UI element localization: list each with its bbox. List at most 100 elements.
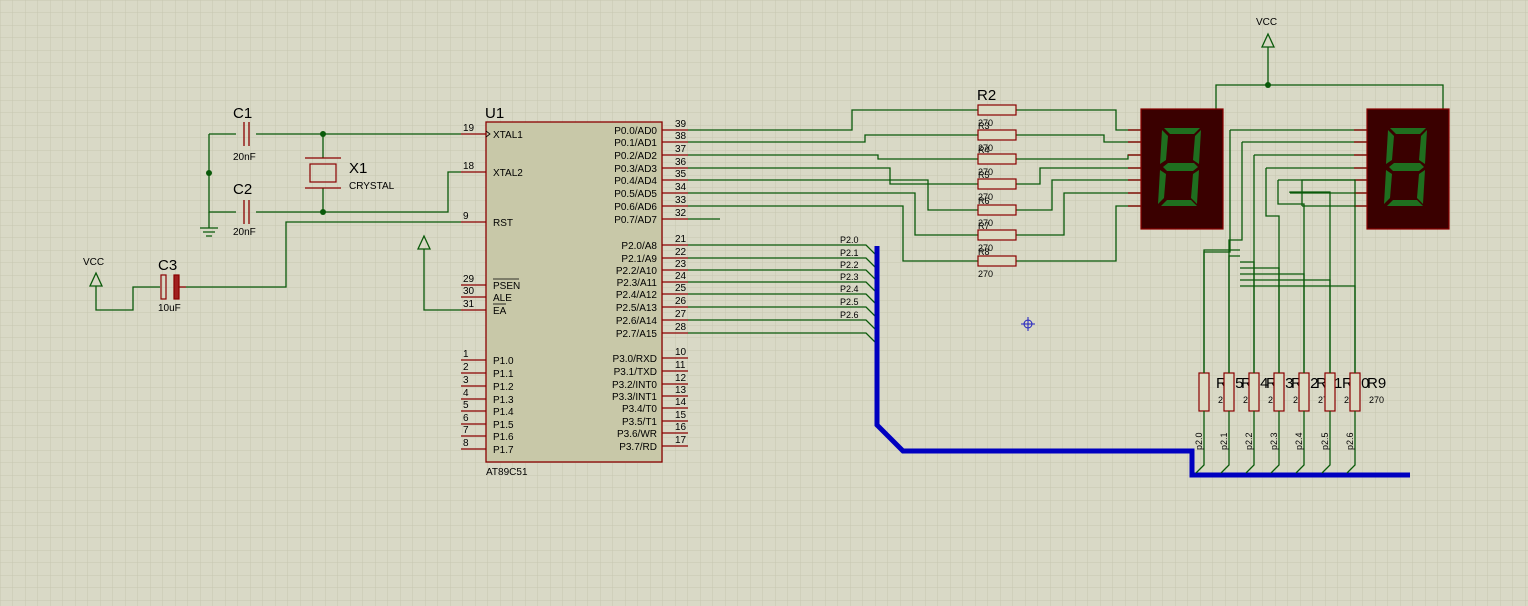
u1-pin-name: P1.5	[493, 420, 514, 431]
u1-pin-name: P3.7/RD	[619, 442, 657, 453]
segment-resistor-ref: R7	[978, 221, 990, 231]
u1-pin-name: P2.1/A9	[621, 254, 657, 265]
segment-resistor[interactable]	[977, 153, 1017, 165]
u1-pin-name: P0.7/AD7	[614, 215, 657, 226]
u1-pin-number: 19	[463, 123, 475, 134]
u1-pin-number: 36	[675, 157, 687, 168]
u1-pin-number: 7	[463, 425, 469, 436]
vcc-ea-terminal[interactable]	[416, 234, 461, 311]
digit-net-label: p2.6	[1345, 432, 1355, 450]
u1-pin-name: P0.1/AD1	[614, 138, 657, 149]
u1-pin-name: P3.2/INT0	[612, 380, 657, 391]
segment-resistor-ref: R6	[978, 196, 990, 206]
segment-resistor-value: 270	[978, 192, 993, 202]
digit-resistor[interactable]	[1349, 372, 1361, 412]
digit-resistor[interactable]	[1248, 372, 1260, 412]
u1-pin-number: 21	[675, 234, 687, 245]
vcc-display-terminal[interactable]: VCC	[1215, 17, 1444, 109]
p2-wiring: P2.0P2.1P2.2P2.3P2.4P2.5P2.6	[688, 235, 878, 345]
u1-pin-name: P2.5/A13	[616, 303, 658, 314]
u1-pin-number: 8	[463, 438, 469, 449]
bus-net-label: P2.1	[840, 248, 859, 258]
segment-resistor[interactable]	[977, 255, 1017, 267]
u1-pin-name: P3.3/INT1	[612, 392, 657, 403]
u1-pin-name: XTAL2	[493, 168, 523, 179]
u1-pin-name: EA	[493, 306, 507, 317]
microcontroller-u1[interactable]: U1 AT89C51 19XTAL118XTAL29RST29PSEN30ALE…	[461, 105, 688, 478]
u1-pin-number: 1	[463, 349, 469, 360]
u1-left-pins: 19XTAL118XTAL29RST29PSEN30ALE31EA1P1.02P…	[461, 123, 523, 456]
bus-net-label: P2.4	[840, 284, 859, 294]
u1-pin-number: 26	[675, 296, 687, 307]
segment-bar	[1163, 163, 1198, 171]
u1-ref: U1	[485, 105, 504, 122]
capacitor-c3[interactable]: C3 10uF	[158, 257, 186, 314]
seven-segment-display-2[interactable]	[1366, 108, 1450, 230]
u1-pin-number: 18	[463, 161, 475, 172]
u1-pin-name: P0.6/AD6	[614, 202, 657, 213]
u1-pin-name: P0.5/AD5	[614, 189, 657, 200]
data-bus	[874, 246, 1410, 478]
u1-pin-number: 25	[675, 283, 687, 294]
u1-pin-number: 9	[463, 211, 469, 222]
segment-bar	[1193, 130, 1201, 164]
u1-pin-name: P3.6/WR	[617, 429, 657, 440]
u1-pin-name: P1.3	[493, 395, 514, 406]
digit-resistor[interactable]	[1198, 372, 1210, 412]
u1-pin-number: 23	[675, 259, 687, 270]
u1-pin-number: 38	[675, 131, 687, 142]
segment-bar	[1384, 170, 1392, 204]
u1-pin-number: 5	[463, 400, 469, 411]
crystal-x1[interactable]: X1 CRYSTAL	[305, 134, 395, 212]
segment-bar	[1160, 130, 1168, 164]
segment-resistor[interactable]	[977, 129, 1017, 141]
u1-pin-number: 30	[463, 286, 475, 297]
vcc-left-terminal[interactable]: VCC	[83, 257, 160, 311]
u1-pin-number: 10	[675, 347, 687, 358]
u1-pin-name: P3.0/RXD	[613, 354, 657, 365]
capacitor-c2[interactable]: C2 20nF	[233, 181, 256, 238]
u1-pin-name: XTAL1	[493, 130, 523, 141]
u1-pin-name: P2.3/A11	[617, 278, 658, 289]
u1-pin-name: P2.6/A14	[616, 316, 658, 327]
u1-pin-number: 17	[675, 435, 687, 446]
u1-pin-number: 33	[675, 195, 687, 206]
digit-net-label: p2.5	[1320, 432, 1330, 450]
digit-net-label: p2.4	[1294, 432, 1304, 450]
u1-pin-name: P0.0/AD0	[614, 126, 657, 137]
c2-value: 20nF	[233, 227, 256, 238]
c2-ref: C2	[233, 181, 252, 198]
u1-pin-number: 32	[675, 208, 687, 219]
digit-net-label: p2.3	[1269, 432, 1279, 450]
digit-net-label: p2.2	[1244, 432, 1254, 450]
digit-resistor[interactable]	[1273, 372, 1285, 412]
segment-bar	[1387, 200, 1423, 206]
u1-pin-name: PSEN	[493, 281, 520, 292]
u1-part: AT89C51	[486, 467, 528, 478]
u1-pin-name: P1.6	[493, 432, 514, 443]
u1-pin-name: P2.4/A12	[616, 290, 658, 301]
u1-pin-number: 29	[463, 274, 475, 285]
capacitor-c1[interactable]: C1 20nF	[233, 105, 256, 163]
segment-resistor-value: 270	[978, 243, 993, 253]
segment-resistor[interactable]	[977, 178, 1017, 190]
u1-pin-name: P3.4/T0	[622, 404, 657, 415]
u1-pin-number: 37	[675, 144, 687, 155]
segment-resistor-ref: R5	[978, 170, 990, 180]
segment-resistor[interactable]	[977, 229, 1017, 241]
u1-pin-number: 35	[675, 169, 687, 180]
u1-pin-name: P3.1/TXD	[614, 367, 657, 378]
digit-resistor[interactable]	[1324, 372, 1336, 412]
u1-pin-name: RST	[493, 218, 513, 229]
segment-resistor[interactable]	[977, 104, 1017, 116]
digit-resistor-array[interactable]: R15270p2.0R14270p2.1R13270p2.2R12270p2.3…	[1194, 130, 1386, 474]
digit-resistor[interactable]	[1298, 372, 1310, 412]
segment-resistor[interactable]	[977, 204, 1017, 216]
u1-pin-name: P1.2	[493, 382, 514, 393]
c1-ref: C1	[233, 105, 252, 122]
seven-segment-display-1[interactable]	[1140, 108, 1224, 230]
segment-resistor-ref: R4	[978, 145, 990, 155]
digit-resistor[interactable]	[1223, 372, 1235, 412]
